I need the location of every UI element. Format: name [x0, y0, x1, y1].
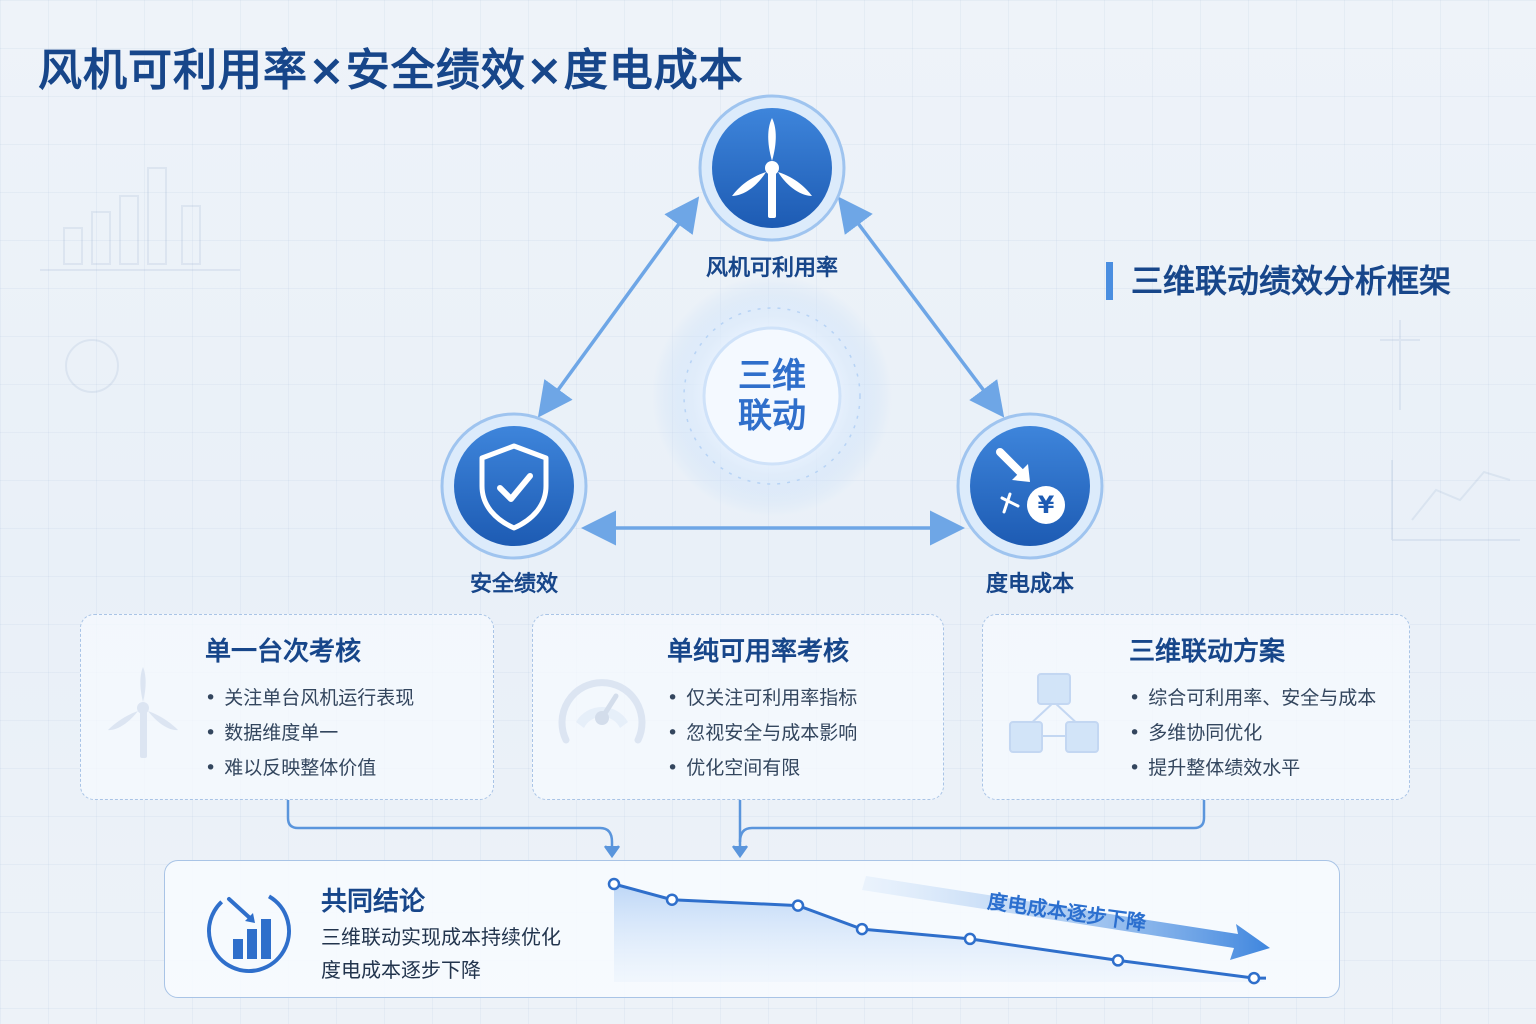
conclusion-line-1: 三维联动实现成本持续优化	[321, 925, 561, 949]
node-availability	[698, 94, 846, 242]
item-text: 仅关注可利用率指标	[686, 687, 858, 709]
bullet: •	[1129, 757, 1141, 779]
trend-point-4	[963, 932, 977, 946]
node-label-safety: 安全绩效	[469, 572, 558, 597]
list-item: • 综合可利用率、安全与成本	[1129, 681, 1376, 716]
card-items: • 综合可利用率、安全与成本 • 多维协同优化 • 提升整体绩效水平	[1129, 681, 1376, 786]
item-text: 优化空间有限	[686, 757, 801, 779]
card-single-unit: 单一台次考核 • 关注单台风机运行表现 • 数据维度单一 • 难以反映整体价值	[80, 614, 494, 800]
node-label-availability: 风机可利用率	[705, 256, 838, 281]
conclusion-title: 共同结论	[321, 887, 426, 917]
svg-text:¥: ¥	[1038, 491, 1055, 519]
card-availability-only: 单纯可用率考核 • 仅关注可利用率指标 • 忽视安全与成本影响 • 优化空间有限	[532, 614, 944, 800]
node-label-lcoe: 度电成本	[985, 572, 1074, 597]
list-item: • 难以反映整体价值	[205, 751, 414, 786]
list-item: • 数据维度单一	[205, 716, 414, 751]
connectors	[286, 800, 1206, 859]
trend-line	[613, 882, 1266, 980]
trend-area	[614, 884, 1266, 982]
node-lcoe: ¥	[956, 412, 1104, 560]
conclusion-line-2: 度电成本逐步下降	[321, 958, 481, 982]
list-item: • 仅关注可利用率指标	[667, 681, 857, 716]
trend-point-1	[665, 893, 679, 906]
node-safety	[440, 412, 588, 560]
card-title: 单一台次考核	[205, 637, 362, 667]
card-items: • 关注单台风机运行表现 • 数据维度单一 • 难以反映整体价值	[205, 681, 414, 786]
bullet: •	[1129, 722, 1141, 744]
list-item: • 多维协同优化	[1129, 716, 1376, 751]
trend-point-2	[791, 899, 805, 912]
card-items: • 仅关注可利用率指标 • 忽视安全与成本影响 • 优化空间有限	[667, 681, 857, 786]
trend-point-6	[1247, 971, 1261, 985]
page-title: 风机可利用率×安全绩效×度电成本	[38, 45, 744, 96]
wind-turbine-icon	[732, 118, 812, 218]
arrow-availability-lcoe	[837, 196, 1005, 418]
list-item: • 优化空间有限	[667, 751, 857, 786]
card-title: 单纯可用率考核	[667, 637, 850, 667]
bullet: •	[205, 722, 217, 744]
arrow-availability-safety	[537, 196, 700, 418]
framework-title: 三维联动绩效分析框架	[1106, 262, 1451, 300]
item-text: 多维协同优化	[1148, 722, 1263, 744]
bullet: •	[205, 687, 217, 709]
item-text: 提升整体绩效水平	[1148, 757, 1301, 779]
shield-check-icon	[479, 443, 549, 531]
list-item: • 忽视安全与成本影响	[667, 716, 857, 751]
bullet: •	[667, 757, 679, 779]
item-text: 综合可利用率、安全与成本	[1148, 687, 1377, 709]
center-label-line2: 联动	[738, 396, 806, 436]
chart-down-icon	[207, 889, 291, 973]
list-item: • 关注单台风机运行表现	[205, 681, 414, 716]
bullet: •	[667, 687, 679, 709]
item-text: 忽视安全与成本影响	[686, 722, 858, 744]
center-label: 三维 联动	[712, 356, 832, 436]
bullet: •	[1129, 687, 1141, 709]
trend-point-0	[607, 877, 621, 891]
trend-big-arrow	[862, 876, 1270, 960]
center-label-line1: 三维	[738, 356, 806, 396]
item-text: 难以反映整体价值	[224, 757, 377, 779]
trend-point-3	[855, 922, 869, 936]
card-title: 三维联动方案	[1129, 637, 1286, 667]
cost-down-yuan-icon: ¥	[996, 448, 1065, 524]
item-text: 数据维度单一	[224, 722, 339, 744]
list-item: • 提升整体绩效水平	[1129, 751, 1376, 786]
trend-point-5	[1111, 954, 1125, 967]
card-three-dimensional: 三维联动方案 • 综合可利用率、安全与成本 • 多维协同优化 • 提升整体绩效水平	[982, 614, 1410, 800]
bullet: •	[205, 757, 217, 779]
item-text: 关注单台风机运行表现	[224, 687, 415, 709]
bullet: •	[667, 722, 679, 744]
